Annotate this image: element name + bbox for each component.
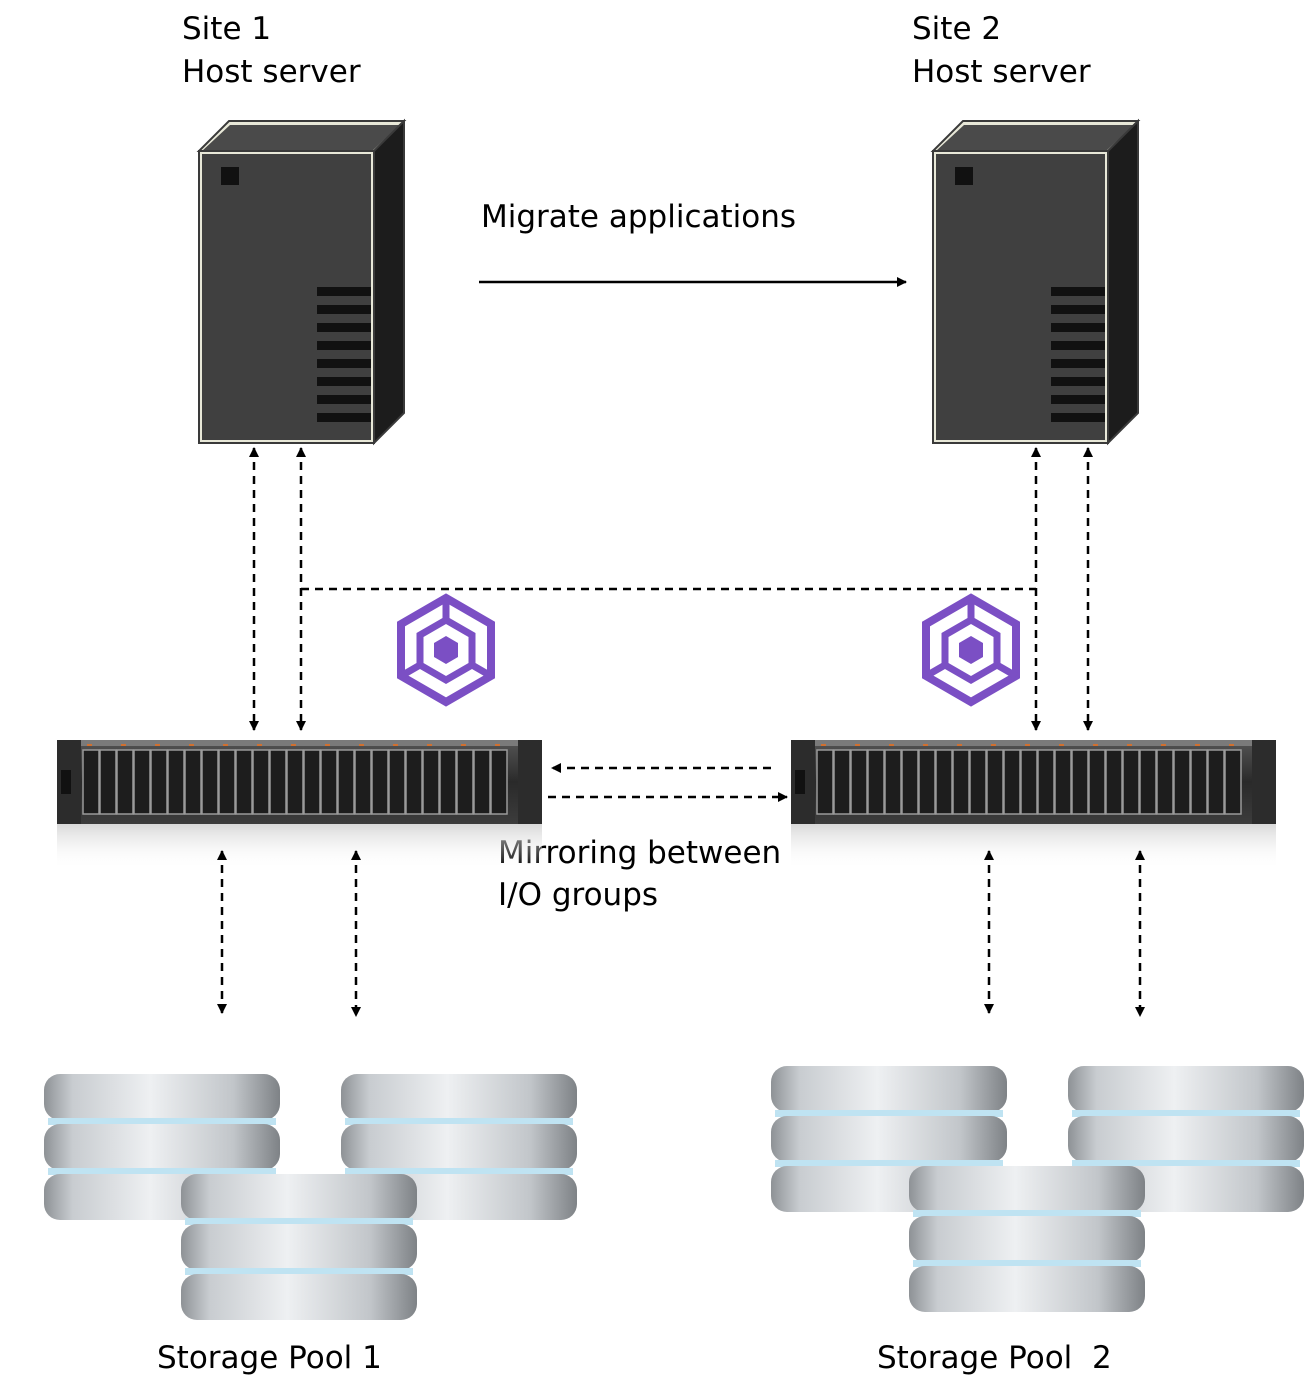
mirroring-arrows xyxy=(548,763,788,802)
mirror-label-line2: I/O groups xyxy=(498,877,659,913)
pool2-label: Storage Pool 2 xyxy=(877,1340,1112,1376)
site2-virtualization-cube-icon xyxy=(926,598,1016,702)
site1-subtitle: Host server xyxy=(182,54,361,90)
site1-virtualization-cube-icon xyxy=(401,598,491,702)
migrate-label: Migrate applications xyxy=(481,199,797,235)
site1-host-server-icon xyxy=(198,120,405,444)
site1-storage-controller-icon xyxy=(56,739,543,871)
disk-stack-icon xyxy=(181,1174,417,1320)
site2-subtitle: Host server xyxy=(912,54,1091,90)
site2-title: Site 2 xyxy=(912,11,1002,47)
host-controller-links xyxy=(249,447,1093,731)
storage-pool-2 xyxy=(771,1066,1304,1312)
site1-title: Site 1 xyxy=(182,11,272,47)
controller-pool-links xyxy=(217,850,1145,1017)
storage-pool-1 xyxy=(44,1074,577,1320)
site2-storage-controller-icon xyxy=(790,739,1277,871)
disk-stack-icon xyxy=(909,1166,1145,1312)
site2-host-server-icon xyxy=(932,120,1139,444)
pool1-label: Storage Pool 1 xyxy=(157,1340,382,1376)
